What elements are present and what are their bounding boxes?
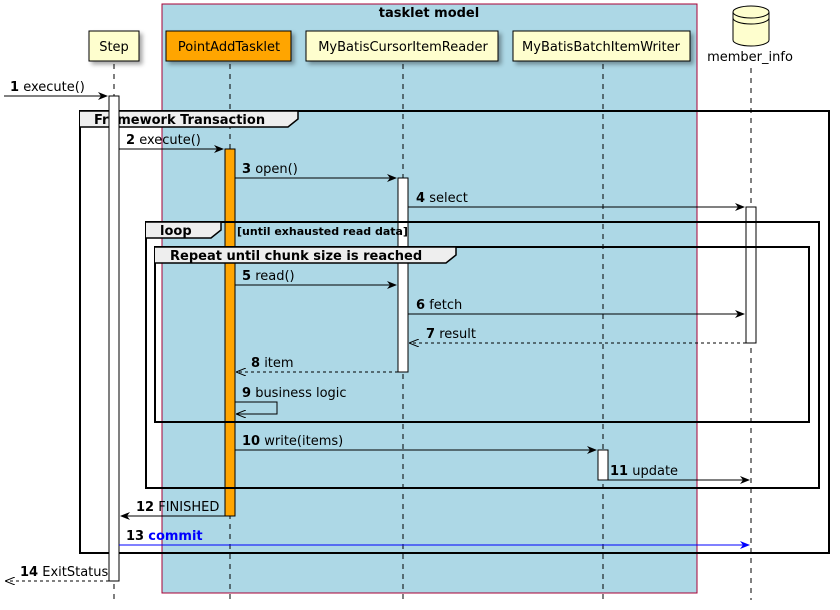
message-11-label: 11 update bbox=[610, 464, 678, 479]
participant-db-label: member_info bbox=[707, 50, 793, 65]
frame-loop-guard: [until exhausted read data] bbox=[237, 225, 408, 238]
message-7-label: 7 result bbox=[426, 327, 476, 342]
message-6-label: 6 fetch bbox=[416, 298, 462, 313]
tasklet-model-title: tasklet model bbox=[379, 6, 479, 21]
tasklet-model-box bbox=[161, 3, 698, 594]
participant-reader-label: MyBatisCursorItemReader bbox=[318, 40, 488, 55]
frame-loop-title: loop bbox=[160, 224, 192, 239]
frame-loop: loop [until exhausted read data] bbox=[145, 221, 820, 489]
reader-activation bbox=[397, 177, 409, 373]
message-9-arrow bbox=[235, 401, 278, 414]
participant-tasklet[interactable]: PointAddTasklet bbox=[165, 30, 292, 62]
frame-transaction-title: Framework Transaction bbox=[94, 113, 265, 128]
writer-activation bbox=[597, 449, 609, 481]
message-8-label: 8 item bbox=[251, 356, 294, 371]
frame-repeat: Repeat until chunk size is reached bbox=[154, 246, 810, 423]
message-4-label: 4 select bbox=[416, 191, 468, 206]
lifelines bbox=[113, 64, 752, 600]
message-9-label: 9 business logic bbox=[242, 386, 347, 401]
participant-reader[interactable]: MyBatisCursorItemReader bbox=[305, 30, 499, 62]
message-5-label: 5 read() bbox=[242, 269, 295, 284]
message-1-label: 1 execute() bbox=[10, 80, 85, 95]
tasklet-activation bbox=[224, 148, 236, 517]
db-activation bbox=[745, 206, 757, 344]
message-2-label: 2 execute() bbox=[126, 133, 201, 148]
message-14-label: 14 ExitStatus bbox=[20, 565, 109, 580]
participant-step-label: Step bbox=[99, 40, 129, 55]
step-activation bbox=[108, 95, 120, 582]
database-icon bbox=[732, 5, 770, 47]
message-13-label: 13 commit bbox=[126, 529, 203, 544]
participant-writer[interactable]: MyBatisBatchItemWriter bbox=[512, 30, 691, 62]
frame-repeat-title: Repeat until chunk size is reached bbox=[170, 249, 422, 264]
message-3-label: 3 open() bbox=[242, 162, 298, 177]
participant-tasklet-label: PointAddTasklet bbox=[178, 40, 280, 55]
message-12-label: 12 FINISHED bbox=[136, 500, 219, 515]
participant-db[interactable]: member_info bbox=[707, 5, 793, 65]
participant-writer-label: MyBatisBatchItemWriter bbox=[522, 40, 681, 55]
frame-transaction: Framework Transaction bbox=[79, 110, 830, 554]
message-10-label: 10 write(items) bbox=[242, 434, 343, 449]
participant-step[interactable]: Step bbox=[88, 30, 140, 62]
